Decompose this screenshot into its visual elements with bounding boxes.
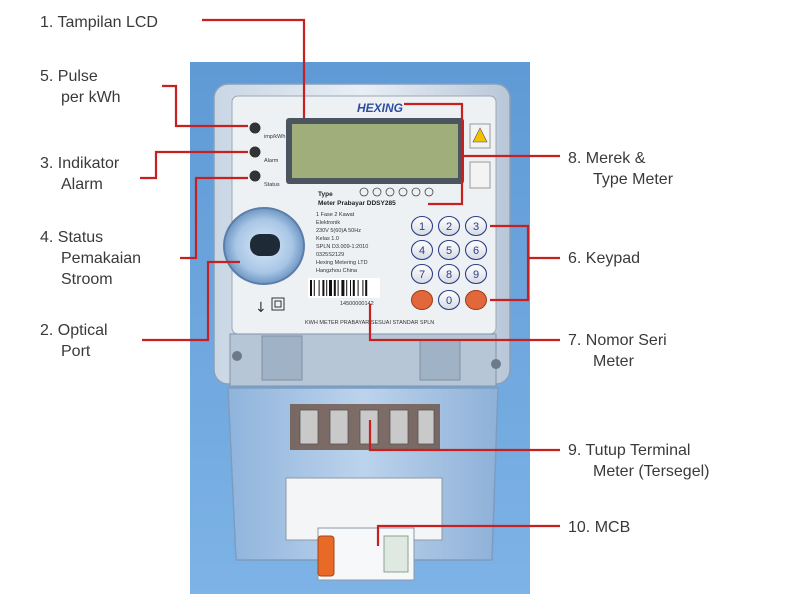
leader-lines: [140, 18, 560, 546]
type-label: Type: [318, 191, 333, 198]
key-label: 9: [473, 269, 479, 281]
key-5[interactable]: 5: [437, 239, 461, 261]
leader-tampilan-lcd: [202, 18, 306, 118]
lcd-screen: [292, 124, 458, 178]
leader-optical-port: [142, 260, 240, 342]
led-alarm: [249, 146, 261, 158]
led-label-alarm: Alarm: [264, 158, 279, 164]
callout-indikator-alarm: 3. Indikator Alarm: [40, 155, 120, 193]
key-label: 3: [473, 221, 479, 233]
key-9[interactable]: 9: [464, 263, 488, 285]
meter-brand: HEXING: [357, 101, 403, 115]
key-label: 8: [446, 269, 452, 281]
leader-tutup-terminal: [368, 420, 560, 452]
callout-optical-port: 2. Optical Port: [40, 322, 108, 360]
mcb-switch: [317, 535, 335, 577]
key-8[interactable]: 8: [437, 263, 461, 285]
leader-mcb: [376, 524, 560, 546]
callout-mcb: 10. MCB: [568, 519, 631, 536]
keypad-group: 1 2 3 4 5 6 7 8 9 0: [410, 215, 488, 311]
key-6[interactable]: 6: [464, 239, 488, 261]
key-label: 1: [419, 221, 425, 233]
led-pulse: [249, 122, 261, 134]
leader-nomor-seri: [368, 304, 560, 342]
leader-keypad: [490, 224, 530, 302]
spec-line: Hexing Metering LTD: [316, 260, 368, 266]
leader-indikator-alarm: [140, 150, 248, 180]
key-3[interactable]: 3: [464, 215, 488, 237]
spec-line: 0325S2129: [316, 252, 344, 258]
leader-pulse: [162, 84, 248, 128]
led-label-pulse: imp/kWh: [264, 134, 285, 140]
callout-tampilan-lcd: 1. Tampilan LCD: [40, 14, 158, 31]
spec-line: SPLN D3.009-1:2010: [316, 244, 368, 250]
leader-merek-type: [404, 102, 560, 158]
leader-status-pemakaian: [180, 176, 248, 260]
key-backspace[interactable]: [411, 290, 433, 310]
callout-keypad: 6. Keypad: [568, 250, 641, 267]
key-0[interactable]: 0: [437, 289, 461, 311]
key-2[interactable]: 2: [437, 215, 461, 237]
serial-number: 14500000142: [340, 301, 374, 307]
led-label-status: Status: [264, 182, 280, 188]
spec-lines: 1 Fase 2 Kawat Elektronik 230V 5(60)A 50…: [316, 212, 368, 274]
callout-status-pemakaian: 4. Status Pemakaian Stroom: [40, 229, 142, 288]
callout-tutup-terminal: 9. Tutup Terminal Meter (Tersegel): [568, 442, 710, 480]
certification-symbols: [359, 187, 434, 197]
serial-barcode: [308, 278, 380, 298]
spec-line: Hangzhou China: [316, 268, 358, 274]
spec-line: 230V 5(60)A 50Hz: [316, 228, 361, 234]
key-label: 4: [419, 245, 425, 257]
key-label: 5: [446, 245, 452, 257]
callout-pulse: 5. Pulse per kWh: [40, 68, 121, 106]
key-label: 7: [419, 269, 425, 281]
spec-line: 1 Fase 2 Kawat: [316, 212, 355, 218]
optical-port-window: [250, 234, 280, 256]
double-insulation-icon: [271, 297, 285, 311]
key-4[interactable]: 4: [410, 239, 434, 261]
key-label: 6: [473, 245, 479, 257]
callout-nomor-seri: 7. Nomor Seri Meter: [568, 332, 667, 370]
key-7[interactable]: 7: [410, 263, 434, 285]
type-value: Meter Prabayar DDSY285: [318, 200, 396, 207]
key-enter[interactable]: [465, 290, 487, 310]
key-label: 0: [446, 295, 452, 307]
spec-line: Elektronik: [316, 220, 340, 226]
leader-merek-type: [428, 156, 464, 206]
earth-symbol: ↓: [255, 300, 267, 316]
callout-merek-type: 8. Merek & Type Meter: [568, 150, 674, 188]
key-label: 2: [446, 221, 452, 233]
spec-line: Kelas 1.0: [316, 236, 339, 242]
key-1[interactable]: 1: [410, 215, 434, 237]
led-status: [249, 170, 261, 182]
warning-icon: [472, 127, 488, 143]
info-sticker: [469, 161, 491, 189]
